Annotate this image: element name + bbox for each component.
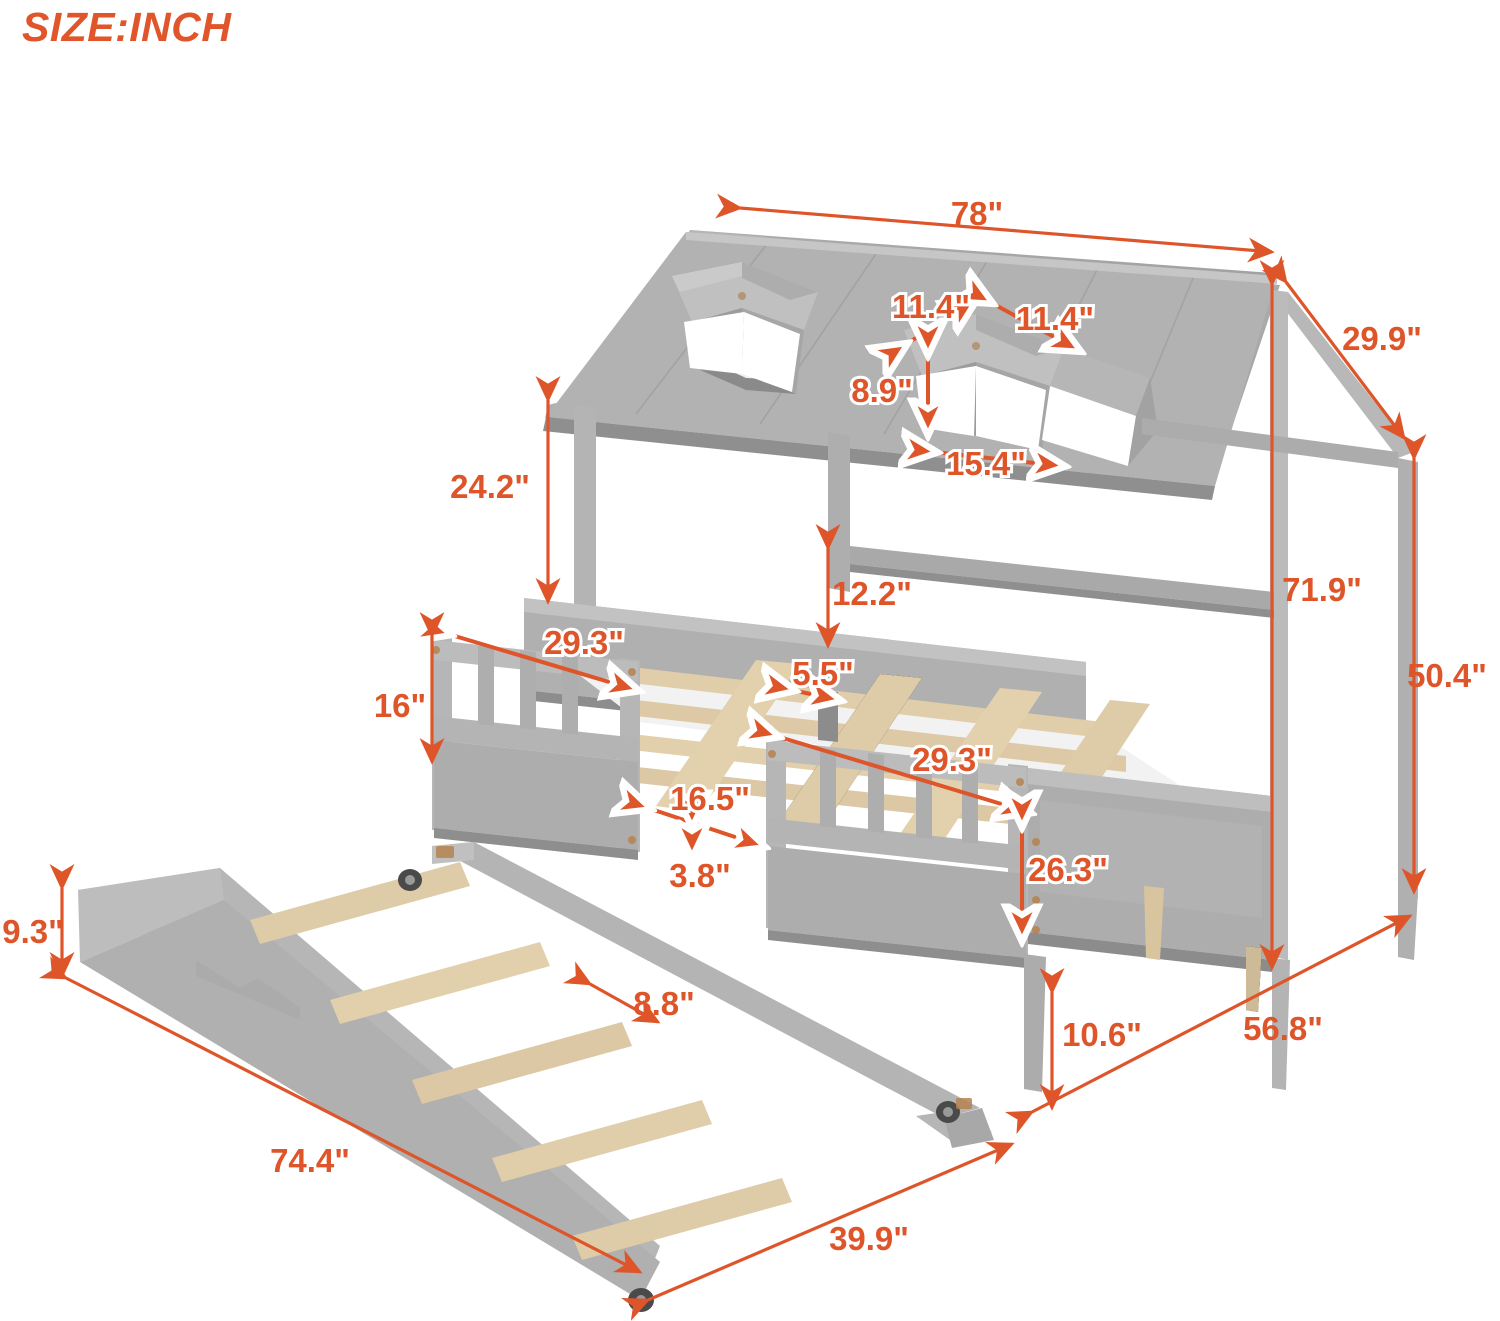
dimension-label-dormer-height: 8.9" [848, 369, 915, 412]
page-title: SIZE:INCH [22, 4, 232, 50]
dimension-label-post-to-roof-height: 24.2" [450, 468, 530, 505]
dormer-left [672, 262, 818, 394]
dimension-label-guardrail-height-left: 16" [373, 687, 427, 724]
dimension-label-rail-to-deck-height: 12.2" [832, 575, 912, 612]
dimension-label-rail-gap: 16.5" [667, 777, 753, 820]
dimension-label-bed-depth: 56.8" [1243, 1010, 1323, 1047]
dimension-label-trundle-width: 39.9" [829, 1220, 909, 1257]
dimension-label-post-height-right: 50.4" [1407, 657, 1487, 694]
dimension-label-roof-slope-left: 11.4" [889, 285, 973, 328]
dimension-label-roof-overhang-right: 29.9" [1342, 320, 1422, 357]
dimension-label-total-height: 71.9" [1282, 571, 1362, 608]
guardrail-left [432, 636, 640, 860]
dimension-label-clearance-height: 10.6" [1062, 1016, 1142, 1053]
dimension-label-roof-width: 78" [950, 195, 1004, 232]
dimension-label-dormer-width: 15.4" [943, 442, 1029, 485]
dimension-label-deck-height: 26.3" [1025, 848, 1111, 891]
dimension-label-trundle-side-height: 9.3" [2, 913, 64, 950]
dimension-label-slat-gap: 3.8" [666, 854, 733, 897]
dimension-label-slat-width: 5.5" [789, 652, 856, 695]
dimension-label-headboard-depth: 29.3" [541, 621, 627, 664]
dimension-label-trundle-slat-width: 8.8" [633, 985, 695, 1022]
dimension-label-trundle-length: 74.4" [270, 1142, 350, 1179]
dimension-label-roof-slope-right: 11.4" [1013, 297, 1097, 340]
roof-assembly [543, 230, 1280, 500]
dimension-label-footboard-depth: 29.3" [909, 738, 995, 781]
